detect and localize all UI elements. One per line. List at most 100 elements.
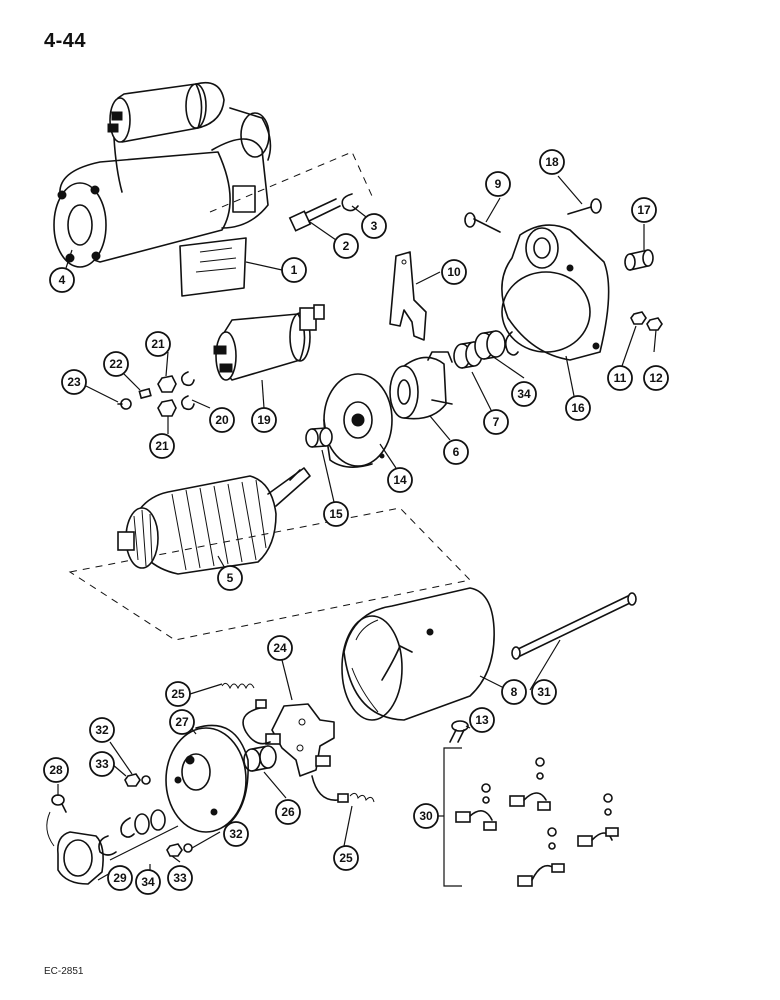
armature-group-outline	[68, 507, 471, 641]
callout-number: 10	[447, 265, 461, 279]
washer-20b	[180, 395, 195, 411]
callout-c15: 15	[323, 501, 349, 527]
drive-end-housing	[501, 224, 610, 361]
callout-c20: 20	[209, 407, 235, 433]
washer-20a	[180, 371, 195, 387]
callout-c29: 29	[107, 865, 133, 891]
callout-c31: 31	[531, 679, 557, 705]
callout-number: 25	[339, 851, 353, 865]
nut-12	[646, 317, 663, 331]
callout-c33b: 33	[167, 865, 193, 891]
callout-c30: 30	[413, 803, 439, 829]
callout-c14: 14	[387, 467, 413, 493]
callout-c7: 7	[483, 409, 509, 435]
solenoid	[213, 304, 325, 381]
pole-screw	[449, 720, 469, 743]
callout-c28: 28	[43, 757, 69, 783]
callout-c8: 8	[501, 679, 527, 705]
screw-path-line	[46, 811, 55, 847]
brush-lower	[337, 793, 349, 803]
callout-c21a: 21	[145, 331, 171, 357]
brush-kit	[455, 757, 619, 887]
brush-lead-upper	[242, 707, 271, 745]
o-ring	[98, 835, 117, 856]
callout-number: 18	[545, 155, 559, 169]
callout-c32a: 32	[89, 717, 115, 743]
cap-screw	[51, 794, 67, 813]
callout-number: 27	[175, 715, 189, 729]
callout-c25a: 25	[165, 681, 191, 707]
callout-number: 25	[171, 687, 185, 701]
drive-pinion	[389, 351, 453, 420]
callout-c5: 5	[217, 565, 243, 591]
callout-number: 32	[95, 723, 109, 737]
callout-number: 14	[393, 473, 407, 487]
figure-reference-code: EC-2851	[44, 966, 84, 977]
callout-number: 5	[227, 571, 234, 585]
commutator-end-housing	[165, 724, 249, 833]
callout-number: 26	[281, 805, 295, 819]
callout-c10: 10	[441, 259, 467, 285]
callout-c6: 6	[443, 439, 469, 465]
callout-number: 16	[571, 401, 585, 415]
brush-upper	[255, 699, 267, 709]
callout-c12: 12	[643, 365, 669, 391]
callout-number: 22	[109, 357, 123, 371]
callout-c13: 13	[469, 707, 495, 733]
screw-23	[117, 398, 132, 410]
callout-number: 11	[614, 371, 627, 385]
intermediate-bearing-plate	[323, 373, 393, 468]
bushing	[624, 249, 654, 271]
callout-number: 24	[273, 641, 287, 655]
callout-number: 4	[59, 273, 66, 287]
callout-number: 1	[291, 263, 298, 277]
callout-number: 21	[151, 337, 165, 351]
callout-c24: 24	[267, 635, 293, 661]
through-bolt-9	[464, 212, 501, 233]
callout-number: 28	[49, 763, 63, 777]
nut-21b	[157, 399, 177, 417]
circlip	[341, 193, 359, 212]
through-bolt-18	[567, 198, 602, 215]
callout-c1: 1	[281, 257, 307, 283]
callout-number: 33	[95, 757, 109, 771]
nut-21a	[157, 375, 177, 393]
shift-lever	[389, 251, 427, 341]
starter-motor-assembly	[53, 81, 272, 268]
group-34-line	[109, 825, 179, 861]
callout-number: 17	[637, 203, 651, 217]
brush-kit-bracket	[443, 747, 462, 887]
callout-number: 7	[493, 415, 500, 429]
callout-c26: 26	[275, 799, 301, 825]
callout-number: 13	[475, 713, 489, 727]
nut-33a	[124, 773, 141, 787]
callout-c21b: 21	[149, 433, 175, 459]
brush-lead-lower	[311, 775, 339, 801]
callout-number: 33	[173, 871, 187, 885]
shim-washer-a	[150, 809, 166, 831]
callout-number: 12	[649, 371, 663, 385]
page-number: 4-44	[44, 30, 87, 52]
callout-c3: 3	[361, 213, 387, 239]
callout-c22: 22	[103, 351, 129, 377]
callout-c23: 23	[61, 369, 87, 395]
armature	[117, 467, 311, 575]
field-frame-yoke	[341, 587, 495, 721]
callout-c11: 11	[607, 365, 633, 391]
callout-number: 2	[343, 239, 350, 253]
callout-c34a: 34	[511, 381, 537, 407]
shim-washer-b	[134, 813, 150, 835]
callout-number: 23	[67, 375, 81, 389]
brush-spring-lower	[349, 792, 375, 803]
callout-c34b: 34	[135, 869, 161, 895]
brush-holder-plate	[265, 703, 335, 777]
callout-c19: 19	[251, 407, 277, 433]
label-decal	[179, 237, 247, 297]
retaining-ring-34	[504, 331, 519, 356]
callout-c27: 27	[169, 709, 195, 735]
nut-11	[630, 311, 647, 325]
mounting-bolt	[288, 198, 341, 232]
callout-number: 34	[517, 387, 531, 401]
callout-number: 32	[229, 827, 243, 841]
